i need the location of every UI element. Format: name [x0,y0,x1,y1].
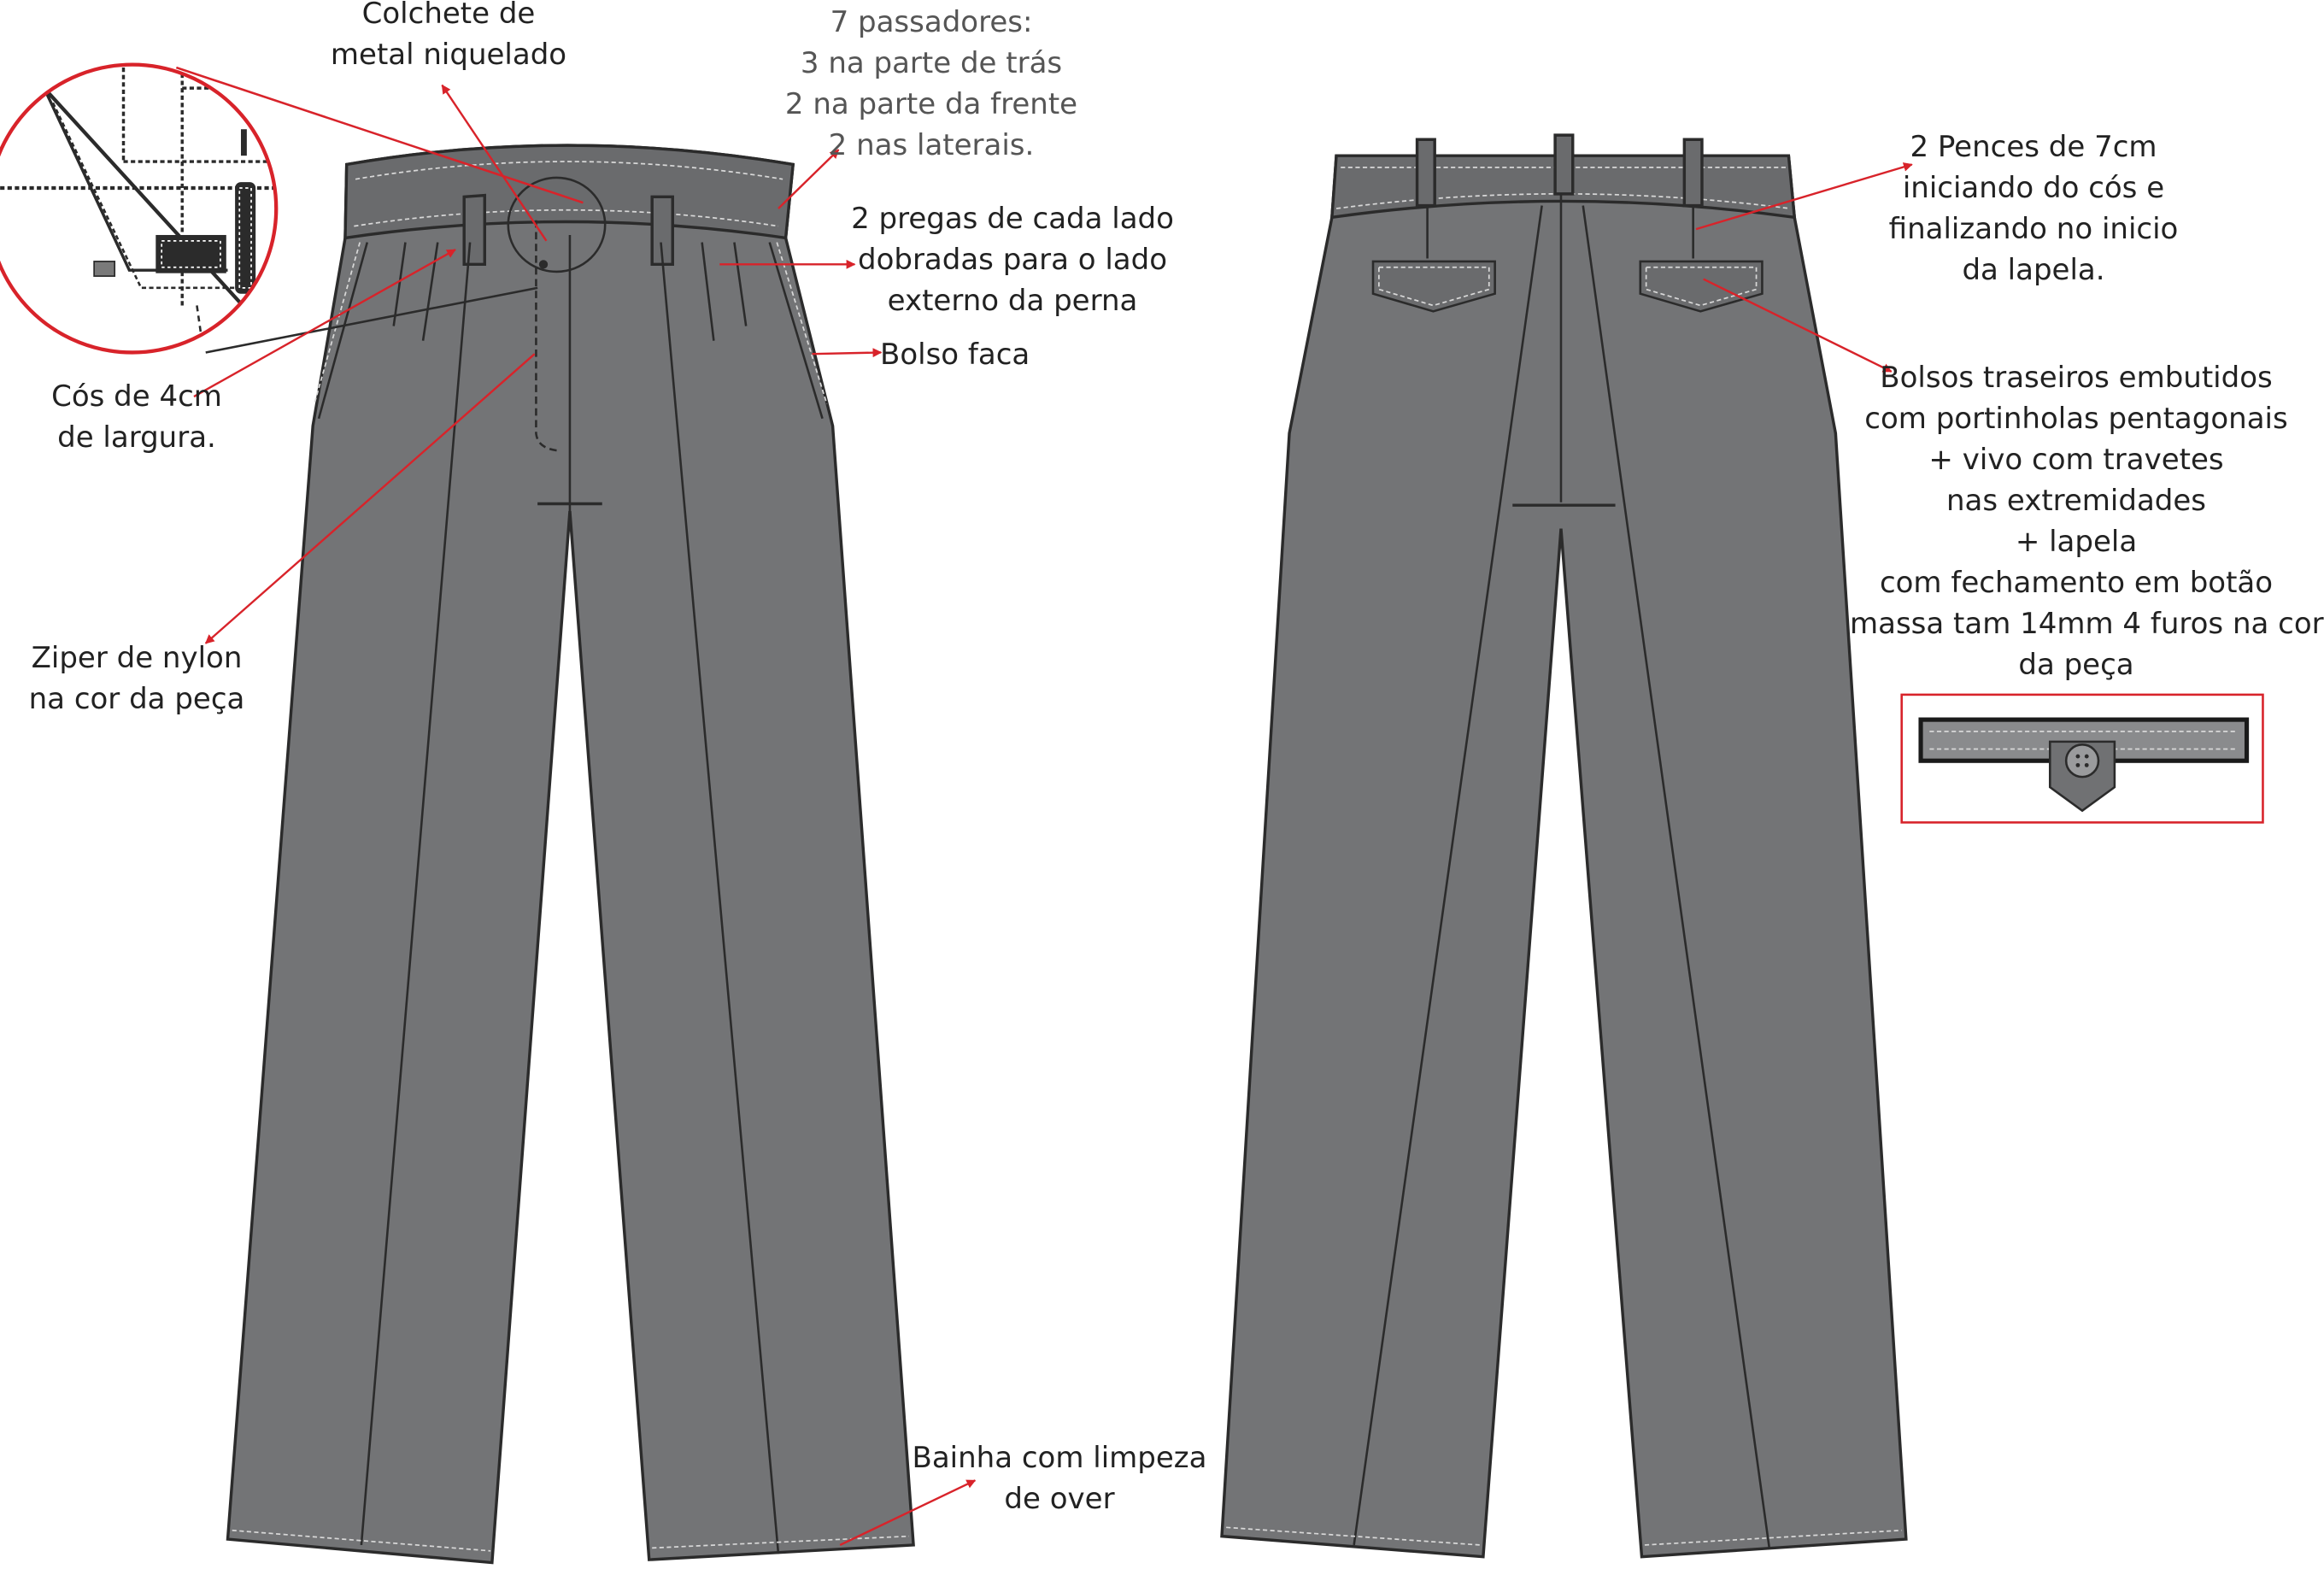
callout-bainha: Bainha com limpeza de over [912,1441,1207,1516]
button-4-holes [2064,743,2100,779]
callout-passadores: 7 passadores: 3 na parte de trás 2 na pa… [784,5,1078,162]
front-pleat-right-2 [733,242,748,326]
back-belt-loop-right [1682,138,1704,208]
front-crease-right [660,242,780,1554]
callout-pregas: 2 pregas de cada lado dobradas para o la… [851,202,1174,318]
back-hem-stitch [1226,1526,1902,1546]
front-pleat-right-1 [701,242,715,341]
front-belt-loop-left [462,193,486,267]
arrow-bolso-faca [812,348,883,358]
arrow-cos [193,249,456,398]
back-pocket-flap-right [1639,260,1764,313]
magnifier-inset [0,62,584,355]
arrow-ziper [204,353,536,644]
magnifier-connector-top [175,66,584,204]
magnifier-ring [0,62,279,355]
front-waistband-stitch-top [355,161,783,180]
arrow-colchete [441,84,548,242]
front-hem-stitch [232,1529,909,1552]
back-belt-loop-center [1553,133,1575,196]
callout-ziper: Ziper de nylon na cor da peça [28,641,245,716]
front-pocket-left-stitch [314,242,361,404]
callout-pences: 2 Pences de 7cm iniciando do cós e final… [1888,130,2179,287]
back-crease-left [1353,205,1543,1546]
front-belt-loop-right [650,195,674,267]
back-view [1220,133,1908,1559]
button-detail-inset [1900,693,2264,824]
front-closure-highlight [507,176,607,273]
magnifier-connector-bottom [205,286,538,354]
front-pocket-left [317,242,369,420]
front-crease-left [360,242,472,1546]
back-crease-right [1582,205,1771,1550]
arrow-passadores [778,149,840,209]
front-pocket-right-stitch [776,242,828,404]
annotation-arrows [193,84,1913,1547]
button-holes [2075,754,2089,767]
callout-colchete: Colchete de metal niquelado [330,0,567,72]
front-pleat-left-2 [392,242,407,326]
front-fly-stitch [535,220,561,452]
hook-closure-detail [538,260,549,269]
arrow-bainha [839,1479,977,1547]
back-pocket-flap-right-stitch [1645,266,1758,307]
front-view [226,144,915,1565]
front-waistband-stitch-bottom [354,209,779,227]
arrow-bolsos [1703,278,1893,373]
magnifier-content [0,68,277,353]
back-trousers-body [1220,154,1908,1559]
arrow-pences [1695,162,1913,231]
callout-bolso-faca: Bolso faca [880,338,1030,372]
front-pocket-right [768,242,824,420]
front-pleat-left-1 [421,242,439,341]
callout-cos: Cós de 4cm de largura. [51,379,222,455]
back-pocket-flap-left-stitch [1378,266,1490,307]
back-pocket-flap-left [1371,260,1496,313]
back-belt-loop-left [1415,138,1436,208]
callout-bolsos: Bolsos traseiros embutidos com portinhol… [1850,361,2324,682]
